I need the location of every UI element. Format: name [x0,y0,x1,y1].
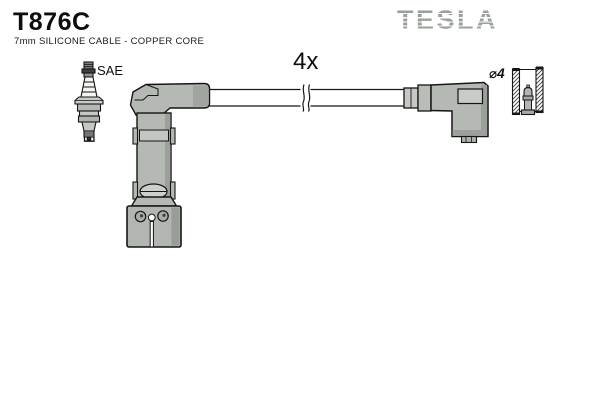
cable-icon [209,84,404,112]
tesla-logo: TESLA [397,5,499,35]
cable-break-icon [302,84,311,112]
coil-connector-icon [403,81,489,144]
spark-plug-icon [74,61,104,142]
cable-spec-subtitle: 7mm SILICONE CABLE - COPPER CORE [14,36,205,47]
socket-cross-section-icon [511,66,544,116]
sae-terminal-label: SAE [97,63,123,78]
part-number-title: T876C [13,8,91,36]
quantity-label: 4x [293,48,319,75]
diameter-label: ⌀4 [489,66,505,81]
plug-boot-icon [126,82,211,248]
